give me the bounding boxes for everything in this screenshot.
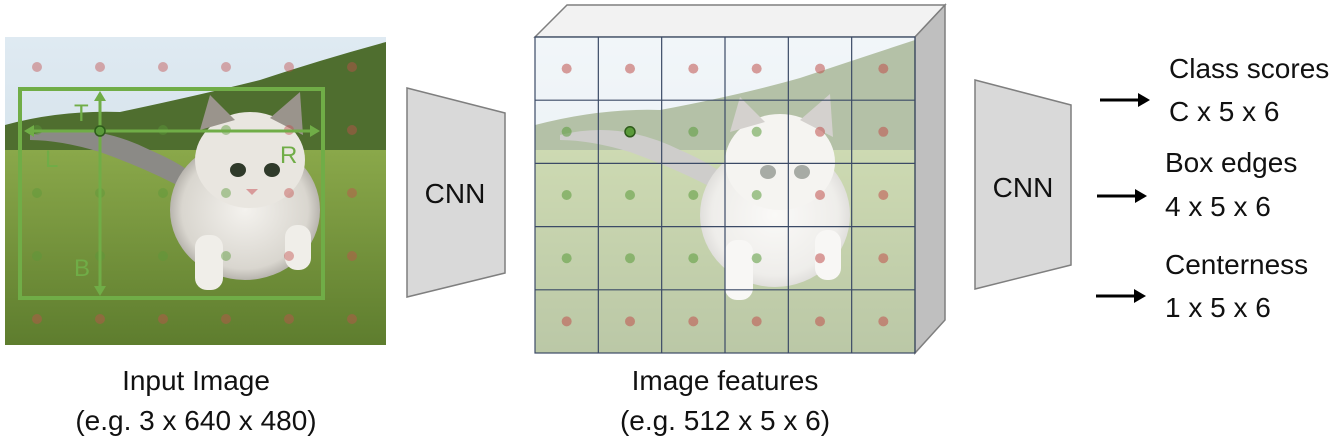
feature-volume-side [914,3,946,355]
negative-anchor-dot [751,63,762,74]
cnn-2-label: CNN [993,172,1054,203]
negative-anchor-dot [95,62,105,72]
positive-anchor-dot [625,190,635,200]
positive-anchor-dot [688,190,699,200]
negative-anchor-dot [347,125,357,135]
positive-anchor-dot [561,253,572,264]
negative-anchor-dot [347,314,357,324]
negative-anchor-dot [347,188,357,198]
input-caption-shape: (e.g. 3 x 640 x 480) [75,405,316,436]
negative-anchor-dot [625,316,635,327]
negative-anchor-dot [878,316,889,327]
output-box-edges: Box edges 4 x 5 x 6 [1097,147,1297,222]
negative-anchor-dot [221,62,231,72]
positive-anchor-dot [688,253,699,264]
label-bottom: B [74,255,90,282]
negative-anchor-dot [815,190,825,200]
negative-anchor-dot [815,253,825,264]
negative-anchor-dot [32,62,42,72]
positive-anchor-dot [221,188,231,198]
negative-anchor-dot [284,62,294,72]
negative-anchor-dot [815,126,825,137]
negative-anchor-dot [751,316,762,327]
positive-anchor-dot [561,126,572,137]
features-caption-title: Image features [632,365,819,396]
positive-anchor-dot [158,251,168,261]
label-top: T [74,100,89,127]
feature-anchor-dots [561,63,889,327]
positive-anchor-dot [221,251,231,261]
negative-anchor-dot [347,62,357,72]
positive-anchor-dot [688,126,699,137]
bounding-box [18,87,325,300]
output-shape: 4 x 5 x 6 [1165,191,1271,222]
negative-anchor-dot [284,314,294,324]
positive-anchor-dot [751,253,762,264]
negative-anchor-dot [815,63,825,74]
positive-anchor-dot [751,190,762,200]
negative-anchor-dot [158,62,168,72]
negative-anchor-dot [158,314,168,324]
output-name: Class scores [1169,53,1329,84]
features-caption-shape: (e.g. 512 x 5 x 6) [620,405,830,436]
negative-anchor-dot [878,190,889,200]
output-shape: 1 x 5 x 6 [1165,292,1271,323]
ltrb-arrows [24,91,320,296]
cnn-block-2 [974,79,1072,290]
negative-anchor-dot [347,251,357,261]
negative-anchor-dot [561,63,572,74]
negative-anchor-dot [688,316,699,327]
cnn-block-1 [406,87,506,298]
anchor-point [94,125,106,137]
negative-anchor-dot [625,63,635,74]
positive-anchor-dot [32,188,42,198]
output-name: Box edges [1165,147,1297,178]
negative-anchor-dot [878,63,889,74]
positive-anchor-dot [624,126,636,138]
negative-anchor-dot [878,253,889,264]
output-shape: C x 5 x 6 [1169,96,1279,127]
positive-anchor-dot [158,188,168,198]
negative-anchor-dot [561,316,572,327]
output-centerness: Centerness 1 x 5 x 6 [1096,249,1308,323]
cnn-1-label: CNN [425,178,486,209]
negative-anchor-dot [815,316,825,327]
positive-anchor-dot [625,253,635,264]
input-anchor-dots [32,62,357,324]
feature-grid [535,37,915,353]
positive-anchor-dot [32,251,42,261]
label-right: R [280,142,297,169]
feature-volume-top [533,4,947,38]
negative-anchor-dot [95,314,105,324]
positive-anchor-dot [561,190,572,200]
positive-anchor-dot [751,126,762,137]
negative-anchor-dot [688,63,699,74]
output-class-scores: Class scores C x 5 x 6 [1100,53,1329,127]
output-name: Centerness [1165,249,1308,280]
negative-anchor-dot [878,126,889,137]
negative-anchor-dot [284,188,294,198]
negative-anchor-dot [221,314,231,324]
negative-anchor-dot [284,251,294,261]
negative-anchor-dot [32,314,42,324]
label-left: L [45,146,58,173]
input-caption-title: Input Image [122,365,270,396]
